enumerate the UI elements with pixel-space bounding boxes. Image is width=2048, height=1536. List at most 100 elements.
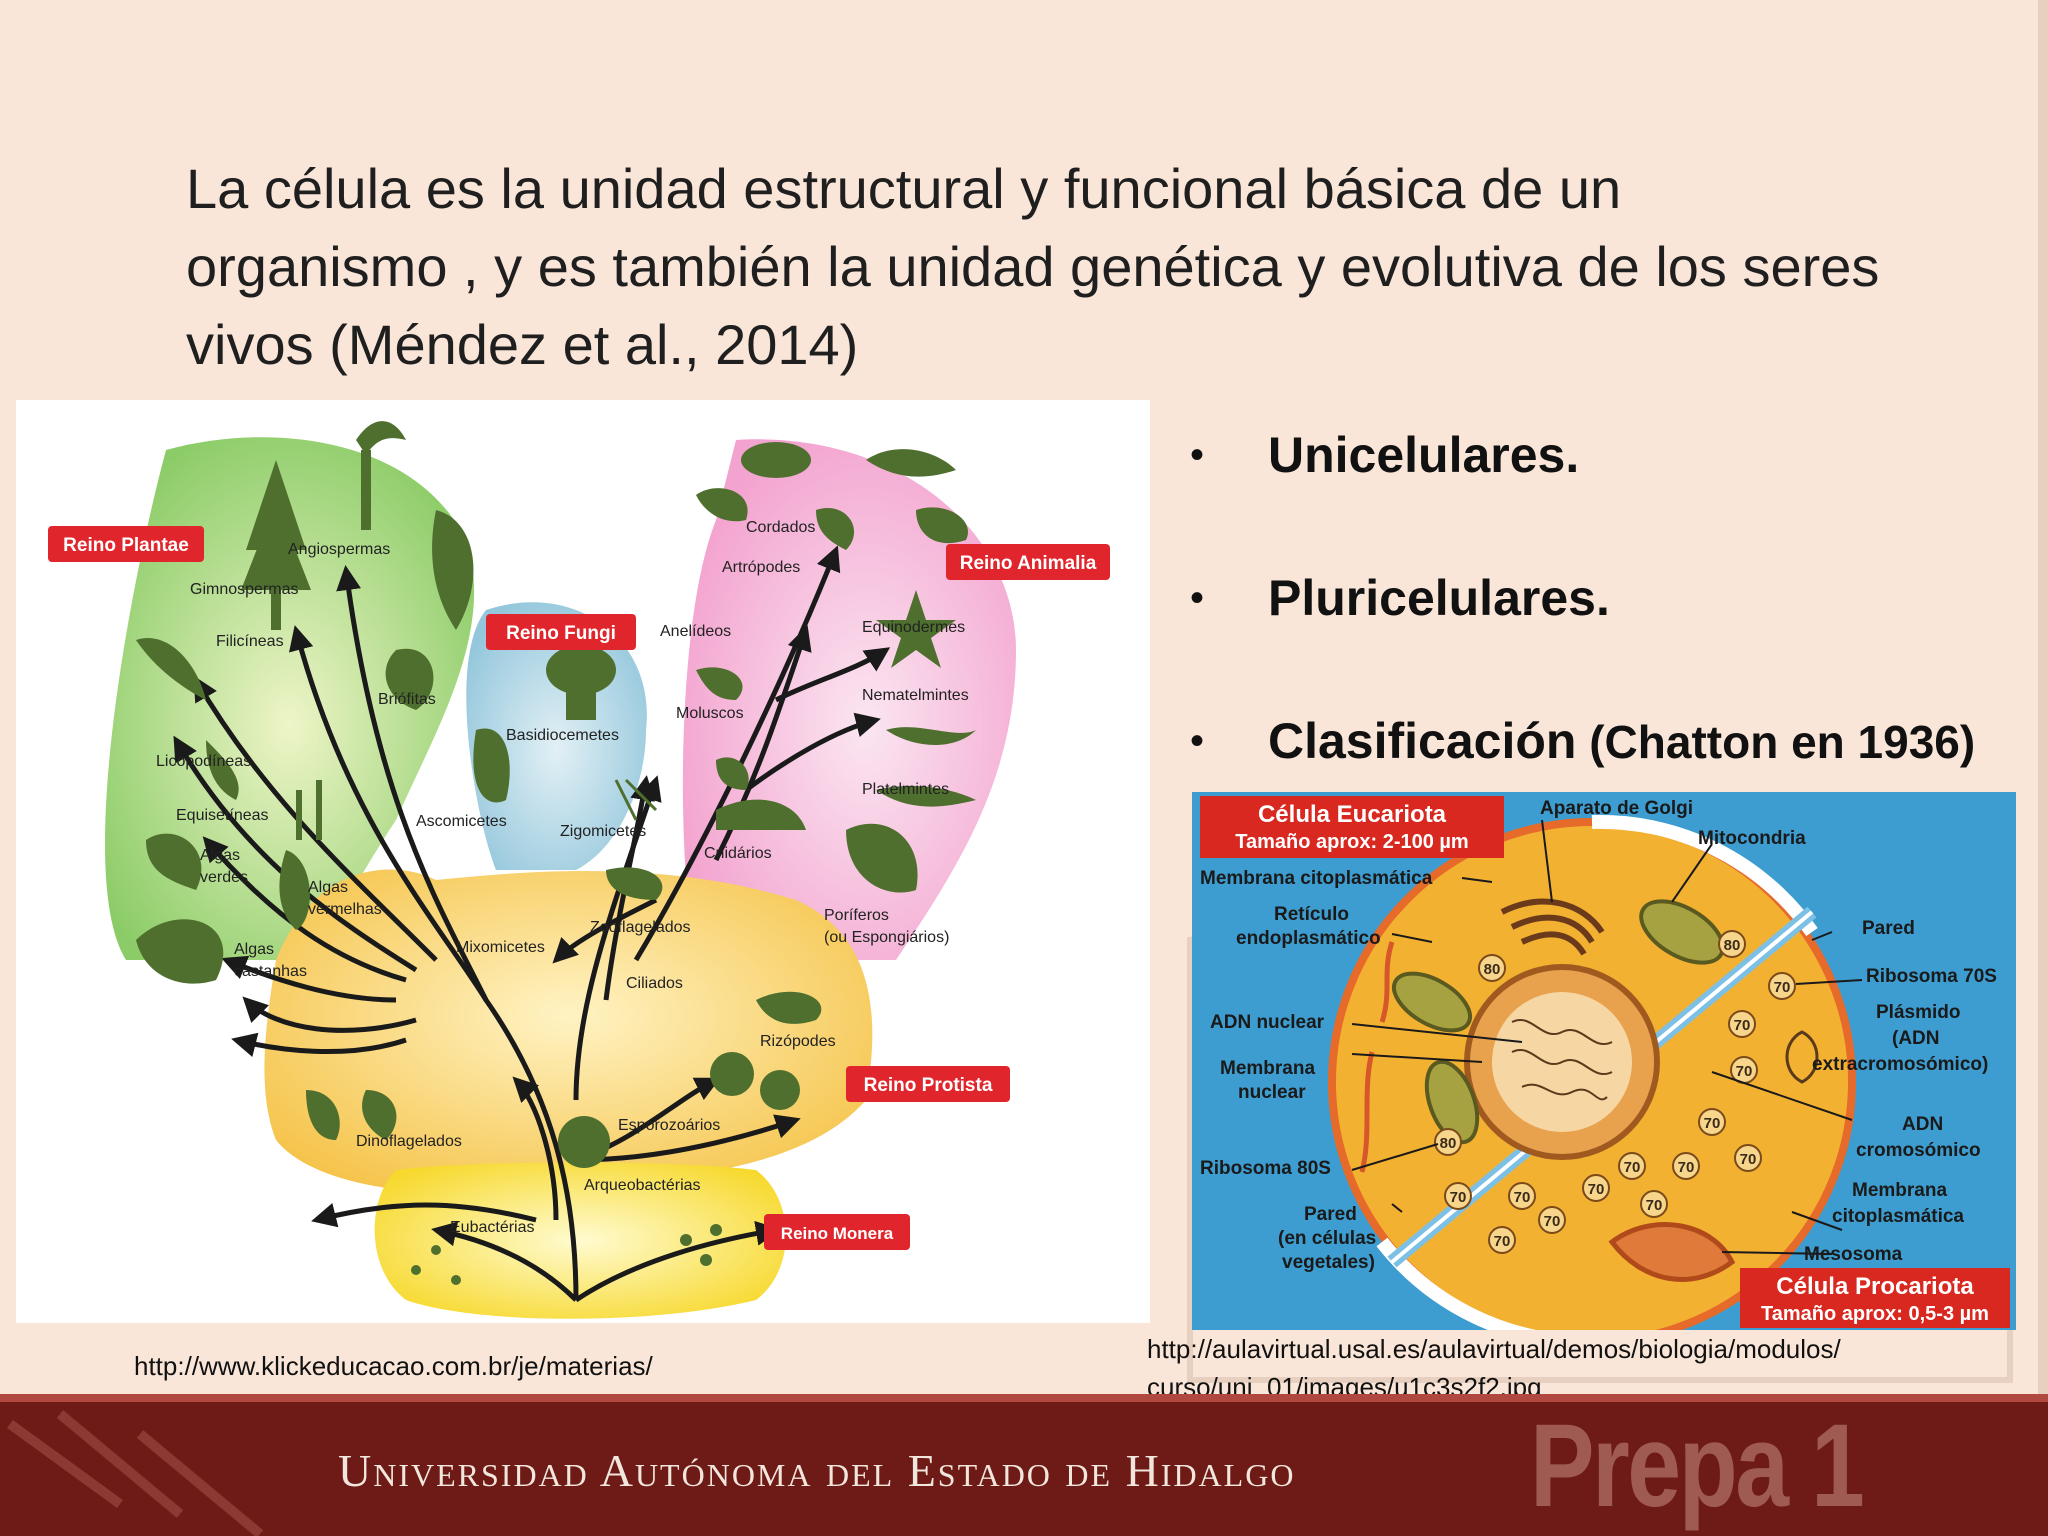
label-gimnospermas: Gimnospermas — [190, 581, 298, 598]
ribosome-70-label: 70 — [1678, 1159, 1695, 1176]
label-zigomicetes: Zigomicetes — [560, 823, 646, 840]
tree-of-life-figure: Reino Plantae Reino Fungi Reino Animalia… — [16, 400, 1150, 1323]
university-name: Universidad Autónoma del Estado de Hidal… — [338, 1445, 1296, 1496]
label-equisetineas: Equisetíneas — [176, 807, 269, 824]
label-plasmido: Plásmido — [1876, 1002, 1960, 1023]
protista-region — [264, 869, 873, 1194]
ribosome-80-marker: 80 — [1478, 954, 1506, 982]
label-cnidarios: Cnidários — [704, 845, 772, 862]
label-mitocondria: Mitocondria — [1698, 828, 1806, 849]
label-rizopodes: Rizópodes — [760, 1033, 836, 1050]
label-mixomicetes: Mixomicetes — [456, 939, 545, 956]
ribosome-80-marker: 80 — [1434, 1128, 1462, 1156]
ribosome-80-marker: 80 — [1718, 930, 1746, 958]
label-zooflagelados: Zooflagelados — [590, 919, 691, 936]
ribosome-70-label: 70 — [1736, 1063, 1753, 1080]
footer-logo-arrows — [7, 1410, 264, 1536]
label-pared-vegetal: Pared — [1304, 1204, 1357, 1225]
label-reticulo-2: endoplasmático — [1236, 928, 1381, 949]
label-mesosoma: Mesosoma — [1804, 1244, 1903, 1265]
bullet-dot-icon: • — [1190, 719, 1205, 763]
label-reino-animalia: Reino Animalia — [960, 553, 1097, 574]
label-reino-protista: Reino Protista — [864, 1075, 993, 1096]
ribosome-70-label: 70 — [1544, 1213, 1561, 1230]
label-eubacterias: Eubactérias — [450, 1219, 535, 1236]
label-ascomicetes: Ascomicetes — [416, 813, 507, 830]
label-licopodineas: Licopodíneas — [156, 753, 251, 770]
eukaryote-size: Tamaño aprox: 2-100 µm — [1235, 831, 1468, 853]
label-dinoflagelados: Dinoflagelados — [356, 1133, 462, 1150]
ribosome-70-marker: 70 — [1728, 1010, 1756, 1038]
kingdom-labels: Reino Plantae Reino Fungi Reino Animalia… — [48, 526, 1110, 1250]
label-reticulo: Retículo — [1274, 904, 1349, 925]
footer-top-band — [0, 1394, 2048, 1402]
label-algas-castanhas: Algas — [234, 941, 274, 958]
ribosome-70-label: 70 — [1740, 1151, 1757, 1168]
label-basidiomicetes: Basidiocemetes — [506, 727, 619, 744]
ribosome-70-label: 70 — [1646, 1197, 1663, 1214]
prepa-logo: Prepa 1 — [1530, 1400, 1865, 1532]
label-plasmido-2: (ADN — [1892, 1028, 1940, 1049]
label-cordados: Cordados — [746, 519, 815, 536]
ribosome-70-label: 70 — [1704, 1115, 1721, 1132]
label-adn-cromosomico: ADN — [1902, 1114, 1943, 1135]
footer-banner: Universidad Autónoma del Estado de Hidal… — [0, 1394, 2048, 1536]
label-algas-vermelhas-2: vermelhas — [308, 901, 382, 918]
ribosome-70-marker: 70 — [1734, 1144, 1762, 1172]
bullet-item: • Clasificación (Chatton en 1936) — [1190, 706, 2040, 849]
label-arqueobacterias: Arqueobactérias — [584, 1177, 701, 1194]
ribosome-70-marker: 70 — [1768, 972, 1796, 1000]
label-reino-fungi: Reino Fungi — [506, 623, 616, 644]
cell-image-caption: http://aulavirtual.usal.es/aulavirtual/d… — [1147, 1330, 1987, 1406]
caption-line: http://www.klickeducacao.com.br/je/mater… — [134, 1351, 653, 1381]
label-membrana-nuclear: Membrana — [1220, 1058, 1315, 1079]
ribosome-70-marker: 70 — [1618, 1152, 1646, 1180]
label-golgi: Aparato de Golgi — [1540, 798, 1693, 819]
bullet-note: (Chatton en 1936) — [1576, 716, 1976, 768]
prokaryote-title: Célula Procariota — [1776, 1273, 1974, 1300]
cell-labels: Aparato de Golgi Mitocondria Membrana ci… — [1200, 798, 1997, 1273]
slide-right-edge — [2038, 0, 2048, 1536]
label-membrana-citoplasmatica: Membrana citoplasmática — [1200, 868, 1433, 889]
ribosome-70-label: 70 — [1624, 1159, 1641, 1176]
label-equinodermes: Equinodermes — [862, 619, 965, 636]
cell-comparison-figure: 80 80 80 70 70 70 70 70 70 70 70 70 70 7… — [1192, 792, 2016, 1330]
ribosome-70-label: 70 — [1734, 1017, 1751, 1034]
ribosome-80-label: 80 — [1724, 937, 1741, 954]
label-poriferos-2: (ou Espongiários) — [824, 929, 949, 946]
ribosome-70-label: 70 — [1450, 1189, 1467, 1206]
label-membrana-procariota-2: citoplasmática — [1832, 1206, 1964, 1227]
label-ribosoma-80s: Ribosoma 80S — [1200, 1158, 1331, 1179]
label-moluscos: Moluscos — [676, 705, 744, 722]
label-adn-nuclear: ADN nuclear — [1210, 1012, 1325, 1033]
ribosome-70-marker: 70 — [1488, 1226, 1516, 1254]
label-esporozoarios: Esporozoários — [618, 1117, 720, 1134]
label-artropodes: Artrópodes — [722, 559, 800, 576]
bullet-label: Unicelulares. — [1268, 427, 1580, 483]
ribosome-70-marker: 70 — [1730, 1056, 1758, 1084]
label-algas-verdes-2: verdes — [200, 869, 248, 886]
label-adn-cromosomico-2: cromosómico — [1856, 1140, 1981, 1161]
group-labels: Angiospermas Gimnospermas Filicíneas Bri… — [156, 519, 969, 1236]
bullet-item: •Pluricelulares. — [1190, 563, 2040, 706]
label-anelideos: Anelídeos — [660, 623, 731, 640]
ribosome-70-marker: 70 — [1640, 1190, 1668, 1218]
label-poriferos: Poríferos — [824, 907, 889, 924]
ribosome-80-label: 80 — [1440, 1135, 1457, 1152]
plantae-region — [105, 437, 475, 960]
ribosome-70-marker: 70 — [1698, 1108, 1726, 1136]
ribosome-70-label: 70 — [1774, 979, 1791, 996]
label-pared-vegetal-2: (en células — [1278, 1228, 1376, 1249]
ribosome-80-label: 80 — [1484, 961, 1501, 978]
label-membrana-procariota: Membrana — [1852, 1180, 1947, 1201]
slide-title: La célula es la unidad estructural y fun… — [186, 157, 1880, 376]
label-ciliados: Ciliados — [626, 975, 683, 992]
prokaryote-size: Tamaño aprox: 0,5-3 µm — [1761, 1303, 1989, 1325]
ribosome-70-marker: 70 — [1582, 1174, 1610, 1202]
label-pared-vegetal-3: vegetales) — [1282, 1252, 1375, 1273]
label-nematelmintes: Nematelmintes — [862, 687, 969, 704]
bullet-dot-icon: • — [1190, 433, 1205, 477]
bullet-list: • Unicelulares. •Pluricelulares. • Clasif… — [1190, 420, 2040, 849]
ribosome-70-label: 70 — [1588, 1181, 1605, 1198]
label-algas-castanhas-2: castanhas — [234, 963, 307, 980]
